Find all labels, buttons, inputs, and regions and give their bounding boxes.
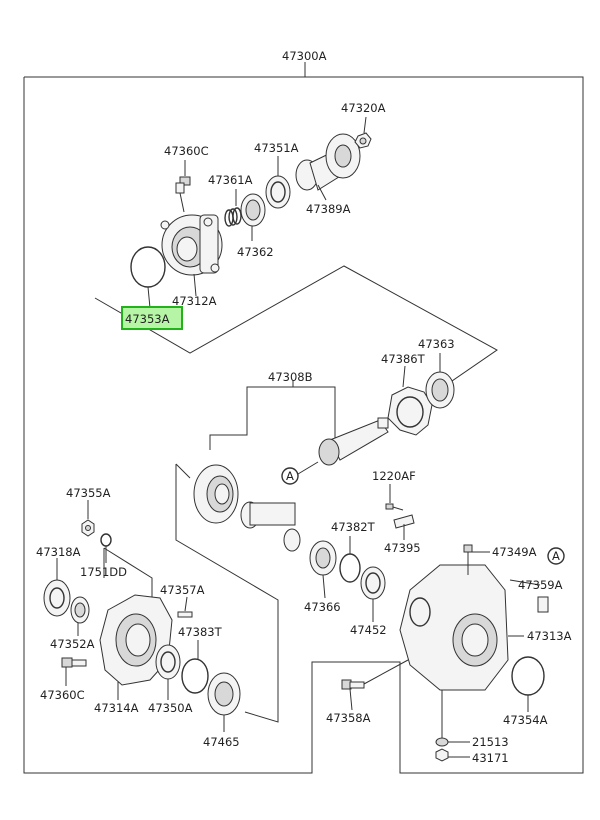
callout-21513[interactable]: 21513 — [472, 735, 509, 749]
nut-47320a — [354, 132, 372, 149]
seal-47351a — [265, 175, 291, 209]
highlight-box — [121, 306, 183, 330]
companion-flange — [295, 133, 361, 191]
callout-47395[interactable]: 47395 — [384, 541, 421, 555]
svg-text:A: A — [286, 469, 294, 483]
bolt-bottom — [61, 657, 87, 668]
nut-47355a — [81, 519, 95, 537]
callout-47360c-top[interactable]: 47360C — [164, 144, 209, 158]
output-shaft — [240, 501, 301, 552]
callout-47355a[interactable]: 47355A — [66, 486, 111, 500]
callout-47318a[interactable]: 47318A — [36, 545, 81, 559]
callout-47313a[interactable]: 47313A — [527, 629, 572, 643]
callout-47386t[interactable]: 47386T — [381, 352, 426, 366]
extension-housing — [160, 214, 223, 276]
o-ring — [130, 246, 166, 288]
callout-47353a[interactable]: 47353A — [125, 312, 170, 326]
bearing-47352a — [70, 596, 90, 624]
drain-plug — [435, 690, 449, 762]
seal-47318a — [43, 579, 71, 617]
bearing-47363 — [425, 371, 455, 409]
gear-group-bracket — [246, 386, 336, 400]
upper-group-outline — [94, 265, 498, 393]
callout-47383t[interactable]: 47383T — [178, 625, 223, 639]
callout-47351a[interactable]: 47351A — [254, 141, 299, 155]
callout-47362[interactable]: 47362 — [237, 245, 274, 259]
callout-47314a[interactable]: 47314A — [94, 701, 139, 715]
assembly-number[interactable]: 47300A — [282, 49, 327, 63]
dowel-pin — [537, 596, 549, 613]
callout-47358a[interactable]: 47358A — [326, 711, 371, 725]
lower-gear-outline — [175, 464, 279, 723]
pinion-shaft — [318, 417, 389, 466]
callout-1751dd[interactable]: 1751DD — [80, 565, 127, 579]
callout-47359a[interactable]: 47359A — [518, 578, 563, 592]
cover-gasket — [387, 386, 433, 436]
reference-marker-a-right: A — [547, 547, 565, 565]
callout-47357a[interactable]: 47357A — [160, 583, 205, 597]
bolt-47358a — [341, 679, 365, 690]
snap-ring-47382t — [339, 553, 361, 583]
bearing-47366 — [309, 540, 337, 576]
bolt-top — [175, 176, 191, 213]
callout-47361a[interactable]: 47361A — [208, 173, 253, 187]
transfer-case-housing — [399, 564, 509, 691]
callout-47363[interactable]: 47363 — [418, 337, 455, 351]
callout-47320a[interactable]: 47320A — [341, 101, 386, 115]
pin-47357a — [177, 611, 193, 618]
bearing-47465 — [207, 672, 241, 716]
breather-pin — [385, 503, 404, 511]
svg-text:A: A — [552, 549, 560, 563]
o-ring-47354a — [511, 656, 545, 696]
callout-47465[interactable]: 47465 — [203, 735, 240, 749]
callout-47349a[interactable]: 47349A — [492, 545, 537, 559]
ring-47383t — [181, 658, 209, 694]
seal-47452 — [360, 566, 386, 600]
callout-47312a[interactable]: 47312A — [172, 294, 217, 308]
callout-47382t[interactable]: 47382T — [331, 520, 376, 534]
seal-47350a — [155, 644, 181, 680]
callout-47452[interactable]: 47452 — [350, 623, 387, 637]
callout-47350a[interactable]: 47350A — [148, 701, 193, 715]
reference-marker-a-left: A — [281, 461, 319, 485]
callout-47308b[interactable]: 47308B — [268, 370, 313, 384]
spring — [224, 207, 242, 227]
shim-plate — [393, 514, 415, 529]
front-housing — [99, 594, 173, 686]
callout-43171[interactable]: 43171 — [472, 751, 509, 765]
plug-47349a — [463, 544, 473, 575]
small-ring — [100, 533, 112, 547]
callout-47352a[interactable]: 47352A — [50, 637, 95, 651]
callout-47360c-bottom[interactable]: 47360C — [40, 688, 85, 702]
callout-47366[interactable]: 47366 — [304, 600, 341, 614]
callout-47354a[interactable]: 47354A — [503, 713, 548, 727]
assembly-frame — [23, 62, 584, 774]
callout-47389a[interactable]: 47389A — [306, 202, 351, 216]
bearing-47362 — [240, 193, 266, 227]
ring-gear — [193, 464, 239, 524]
callout-1220af[interactable]: 1220AF — [372, 469, 416, 483]
